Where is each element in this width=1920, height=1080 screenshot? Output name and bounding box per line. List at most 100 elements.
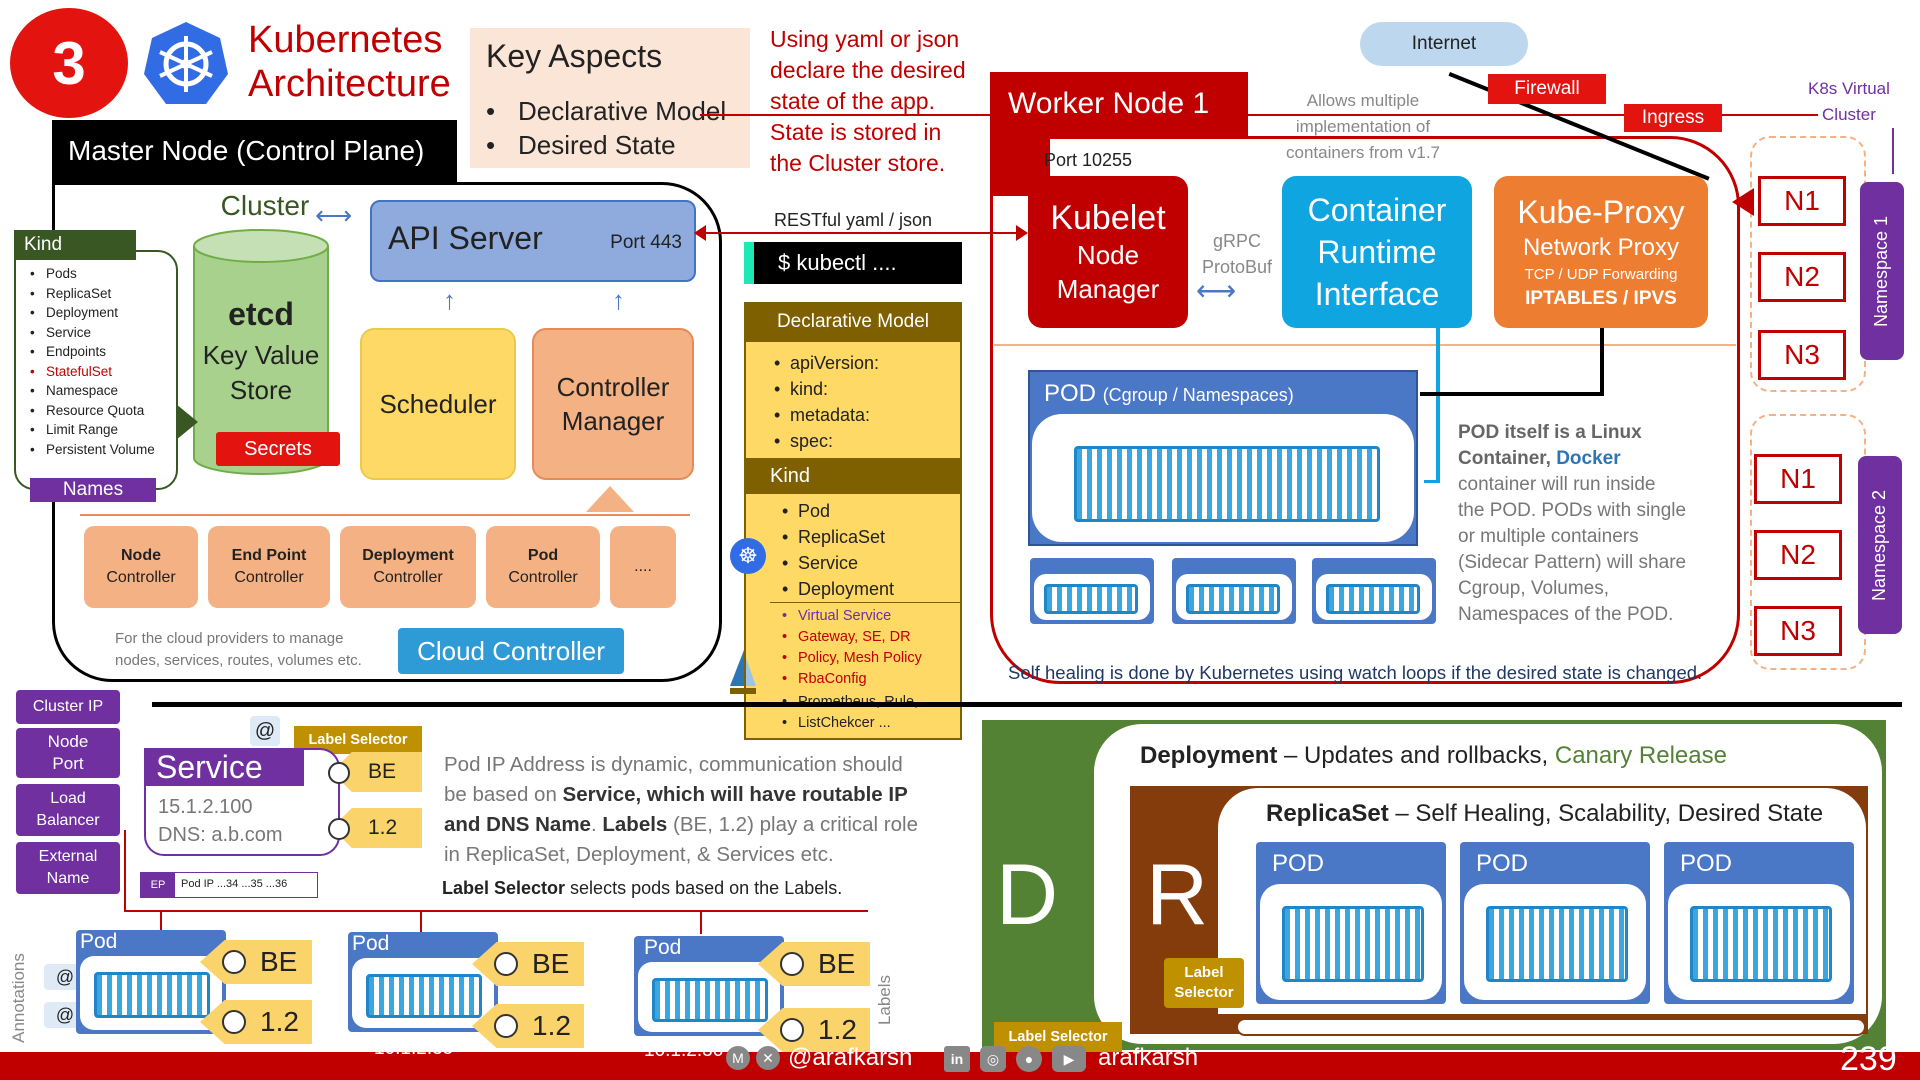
service-type-cluster-ip[interactable]: Cluster IP — [16, 690, 120, 724]
pod-note: POD itself is a Linux Container, Docker … — [1458, 420, 1718, 628]
grpc-line-1: gRPC — [1212, 231, 1261, 251]
instagram-icon[interactable]: ◎ — [980, 1046, 1006, 1072]
endpoint-controller-l1: End Point — [231, 547, 307, 564]
service-pod-bus — [124, 910, 868, 912]
more-controllers[interactable]: .... — [610, 526, 676, 608]
service-title: Service — [144, 748, 304, 786]
endpoint-controller-l2: Controller — [234, 569, 304, 586]
pod-note-line: (Sidecar Pattern) will share — [1458, 552, 1687, 573]
kind-item: Pods — [28, 264, 178, 284]
proxy-to-pod-line — [1600, 328, 1604, 394]
replicaset-bottom-bar — [1236, 1018, 1866, 1036]
service-type-node-port[interactable]: Node Port — [16, 728, 120, 778]
deployment-controller[interactable]: Deployment Controller — [340, 526, 476, 608]
controller-manager[interactable]: Controller Manager — [532, 328, 694, 480]
cloud-note-1: For the cloud providers to manage — [115, 630, 344, 647]
pod-drop — [160, 910, 162, 934]
kubelet[interactable]: Kubelet Node Manager — [1028, 176, 1188, 328]
service-type-external-name[interactable]: External Name — [16, 842, 120, 894]
pod-card[interactable]: Pod — [348, 932, 498, 1032]
pod-note-line: Namespaces of the POD. — [1458, 604, 1674, 625]
intro-line: Using yaml or json — [770, 26, 960, 52]
kubelet-line-3: Manager — [1056, 274, 1160, 304]
pod-card[interactable]: Pod — [76, 930, 226, 1034]
pod-note-line: or multiple containers — [1458, 526, 1639, 547]
allows-line-2: implementation of — [1295, 117, 1431, 136]
service-note-3a: and DNS Name — [444, 813, 591, 836]
intro-line: state of the app. — [770, 88, 935, 114]
kube-proxy-line-4: IPTABLES / IPVS — [1525, 288, 1677, 309]
annotations-side-label: Annotations — [4, 944, 50, 1056]
endpoint-controller[interactable]: End Point Controller — [208, 526, 330, 608]
arrow-head-right-icon — [1016, 225, 1028, 241]
controller-manager-line-2: Manager — [561, 406, 665, 436]
container-icon — [1186, 584, 1280, 614]
replicaset-title: ReplicaSet – Self Healing, Scalability, … — [1266, 800, 1823, 828]
ns1-node-n2[interactable]: N2 — [1758, 252, 1846, 302]
grpc-arrow-icon: ⟷ — [1196, 275, 1237, 306]
kubectl-command[interactable]: $ kubectl .... — [744, 242, 962, 284]
container-icon — [366, 974, 482, 1018]
replica-pod[interactable]: POD — [1664, 842, 1854, 1004]
cri-line-1: Container — [1307, 192, 1447, 228]
youtube-icon[interactable]: ▶ — [1052, 1046, 1086, 1072]
mini-pod — [1172, 558, 1296, 624]
secrets-badge: Secrets — [216, 432, 340, 466]
restful-label: RESTful yaml / json — [774, 210, 933, 230]
mini-pod — [1030, 558, 1154, 624]
ns2-node-n2[interactable]: N2 — [1754, 530, 1842, 580]
cri-line-2: Runtime — [1317, 234, 1437, 270]
pod-label-be-text: BE — [532, 948, 570, 979]
intro-line: State is stored in — [770, 119, 942, 145]
ns2-node-n1[interactable]: N1 — [1754, 454, 1842, 504]
container-icon — [94, 972, 210, 1018]
ns1-node-n3[interactable]: N3 — [1758, 330, 1846, 380]
pod-card[interactable]: Pod — [634, 936, 784, 1036]
sailboat-icon — [728, 648, 758, 698]
service-dns: DNS: a.b.com — [158, 824, 283, 846]
github-icon[interactable]: ● — [1016, 1046, 1042, 1072]
replicaset-letter: R — [1146, 847, 1209, 943]
label-hole-icon — [328, 818, 350, 840]
proxy-to-pod-line-h — [1420, 392, 1604, 396]
kind-item: Service — [28, 323, 178, 343]
x-icon[interactable]: ✕ — [756, 1046, 780, 1070]
medium-icon[interactable]: M — [726, 1046, 750, 1070]
endpoint-label: EP — [141, 873, 175, 897]
container-icon — [1282, 906, 1424, 982]
kind-item: Limit Range — [28, 420, 178, 440]
intro-line: the Cluster store. — [770, 150, 946, 176]
title-line-2: Architecture — [248, 63, 451, 105]
pod-controller[interactable]: Pod Controller — [486, 526, 600, 608]
service-type-load-balancer[interactable]: Load Balancer — [16, 784, 120, 836]
deployment-letter: D — [996, 847, 1059, 943]
kube-proxy[interactable]: Kube-Proxy Network Proxy TCP / UDP Forwa… — [1494, 176, 1708, 328]
controller-manager-line-1: Controller — [556, 372, 670, 402]
node-controller[interactable]: Node Controller — [84, 526, 198, 608]
ns1-node-n1[interactable]: N1 — [1758, 176, 1846, 226]
declarative-item: kind: — [772, 376, 879, 402]
service-label-be-text: BE — [368, 760, 397, 783]
ns2-node-n3[interactable]: N3 — [1754, 606, 1842, 656]
kind-panel-title: Kind — [14, 230, 136, 260]
rs-selector-l2: Selector — [1174, 984, 1234, 1001]
kind-panel-pointer — [176, 404, 198, 440]
replica-pod-title: POD — [1476, 850, 1529, 877]
cloud-controller[interactable]: Cloud Controller — [398, 628, 624, 674]
scheduler[interactable]: Scheduler — [360, 328, 516, 480]
kind-type-mesh: RbaConfig — [780, 669, 922, 690]
master-node-title: Master Node (Control Plane) — [52, 120, 457, 182]
etcd-sub-2: Store — [229, 375, 293, 405]
node-controller-l1: Node — [121, 547, 161, 564]
kind-divider — [770, 602, 960, 603]
container-runtime-interface[interactable]: Container Runtime Interface — [1282, 176, 1472, 328]
service-note-2a: be based on — [444, 783, 563, 806]
selector-note-b: Label Selector — [442, 878, 566, 898]
replica-pod[interactable]: POD — [1256, 842, 1446, 1004]
api-server[interactable]: API Server Port 443 — [370, 200, 696, 282]
replica-pod[interactable]: POD — [1460, 842, 1650, 1004]
linkedin-icon[interactable]: in — [944, 1046, 970, 1072]
selector-note: Label Selector selects pods based on the… — [442, 878, 842, 899]
declarative-item: spec: — [772, 428, 879, 454]
external-name-l2: Name — [46, 870, 90, 887]
